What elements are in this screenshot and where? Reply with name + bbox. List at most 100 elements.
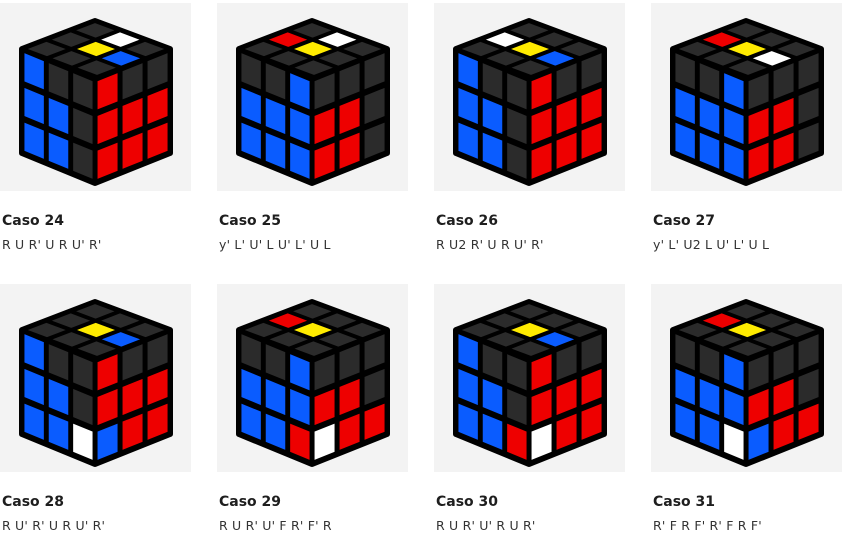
top-sticker-dark bbox=[291, 58, 336, 77]
left-sticker-dark bbox=[505, 387, 529, 427]
left-sticker-blue bbox=[456, 51, 480, 92]
top-sticker-dark bbox=[49, 311, 93, 330]
left-sticker-blue bbox=[22, 332, 46, 373]
top-sticker-yellow bbox=[725, 40, 769, 58]
top-sticker-dark bbox=[675, 321, 720, 339]
top-sticker-dark bbox=[483, 311, 527, 330]
right-sticker-dark bbox=[797, 86, 821, 126]
left-sticker-dark bbox=[481, 61, 504, 102]
right-sticker-red bbox=[96, 106, 120, 146]
left-sticker-blue bbox=[673, 401, 697, 442]
top-sticker-yellow bbox=[508, 321, 552, 339]
left-sticker-blue bbox=[22, 401, 46, 442]
top-sticker-dark bbox=[316, 330, 360, 349]
left-sticker-dark bbox=[71, 352, 95, 393]
top-sticker-dark bbox=[73, 21, 118, 40]
left-sticker-blue bbox=[722, 352, 746, 393]
top-sticker-blue bbox=[99, 49, 143, 68]
top-sticker-dark bbox=[266, 330, 311, 349]
right-sticker-red bbox=[96, 352, 120, 393]
top-sticker-dark bbox=[750, 330, 794, 349]
case-algorithm: R U R' U' R U R' bbox=[436, 518, 536, 533]
cube-image bbox=[434, 284, 625, 472]
top-sticker-dark bbox=[241, 40, 286, 58]
right-sticker-red bbox=[96, 140, 120, 181]
right-sticker-red bbox=[580, 401, 604, 442]
top-sticker-dark bbox=[700, 49, 745, 68]
top-sticker-dark bbox=[315, 311, 360, 330]
top-sticker-dark bbox=[557, 40, 602, 58]
right-sticker-white bbox=[313, 421, 337, 462]
right-sticker-white bbox=[530, 421, 554, 462]
right-sticker-red bbox=[555, 377, 579, 417]
right-sticker-red bbox=[96, 71, 120, 112]
left-sticker-blue bbox=[673, 367, 697, 407]
top-sticker-dark bbox=[483, 330, 528, 349]
left-sticker-blue bbox=[288, 71, 312, 112]
right-sticker-red bbox=[580, 120, 604, 161]
top-sticker-dark bbox=[724, 21, 769, 40]
right-sticker-red bbox=[580, 367, 604, 407]
right-sticker-red bbox=[772, 377, 796, 417]
right-sticker-dark bbox=[747, 352, 771, 393]
right-sticker-dark bbox=[338, 61, 362, 102]
left-sticker-blue bbox=[456, 332, 480, 373]
right-sticker-red bbox=[580, 86, 604, 126]
left-sticker-dark bbox=[505, 352, 529, 393]
top-sticker-dark bbox=[73, 302, 118, 321]
right-sticker-red bbox=[338, 96, 362, 136]
top-sticker-dark bbox=[123, 40, 168, 58]
top-sticker-dark bbox=[49, 30, 93, 49]
cube-image bbox=[217, 3, 408, 191]
cube-image bbox=[217, 284, 408, 472]
left-sticker-dark bbox=[71, 140, 95, 181]
top-sticker-dark bbox=[458, 40, 503, 58]
top-sticker-white bbox=[315, 30, 360, 49]
top-sticker-yellow bbox=[74, 40, 118, 58]
top-sticker-dark bbox=[532, 30, 577, 49]
left-sticker-blue bbox=[698, 96, 721, 136]
top-sticker-yellow bbox=[291, 40, 335, 58]
right-sticker-red bbox=[747, 140, 771, 181]
left-sticker-blue bbox=[722, 140, 746, 181]
rubiks-cube-illustration bbox=[670, 18, 824, 186]
case-algorithm: R U2 R' U R U' R' bbox=[436, 237, 544, 252]
left-sticker-blue bbox=[698, 130, 721, 171]
right-sticker-red bbox=[530, 106, 554, 146]
right-sticker-dark bbox=[555, 342, 579, 383]
top-sticker-dark bbox=[241, 321, 286, 339]
left-sticker-blue bbox=[239, 401, 263, 442]
top-sticker-dark bbox=[458, 321, 503, 339]
cube-image bbox=[434, 3, 625, 191]
case-title: Caso 26 bbox=[436, 213, 499, 229]
right-sticker-dark bbox=[313, 71, 337, 112]
rubiks-cube-illustration bbox=[236, 299, 390, 467]
case-algorithm: R U R' U R U' R' bbox=[2, 237, 102, 252]
right-sticker-red bbox=[772, 411, 796, 452]
case-algorithm: y' L' U2 L U' L' U L bbox=[653, 237, 770, 252]
right-sticker-dark bbox=[146, 332, 170, 373]
top-sticker-dark bbox=[74, 58, 119, 77]
top-sticker-dark bbox=[74, 339, 119, 358]
top-sticker-dark bbox=[774, 40, 819, 58]
right-sticker-dark bbox=[797, 51, 821, 92]
right-sticker-red bbox=[146, 401, 170, 442]
left-sticker-dark bbox=[239, 332, 263, 373]
right-sticker-red bbox=[313, 387, 337, 427]
right-sticker-red bbox=[146, 367, 170, 407]
top-sticker-dark bbox=[749, 30, 794, 49]
right-sticker-dark bbox=[146, 51, 170, 92]
top-sticker-white bbox=[750, 49, 794, 68]
left-sticker-blue bbox=[722, 106, 746, 146]
rubiks-cube-illustration bbox=[19, 18, 173, 186]
top-sticker-dark bbox=[24, 321, 69, 339]
right-sticker-dark bbox=[797, 367, 821, 407]
left-sticker-blue bbox=[481, 411, 504, 452]
left-sticker-blue bbox=[288, 140, 312, 181]
right-sticker-dark bbox=[772, 342, 796, 383]
right-sticker-red bbox=[530, 71, 554, 112]
left-sticker-blue bbox=[47, 96, 70, 136]
right-sticker-dark bbox=[121, 61, 145, 102]
top-sticker-dark bbox=[290, 302, 335, 321]
right-sticker-red bbox=[747, 106, 771, 146]
